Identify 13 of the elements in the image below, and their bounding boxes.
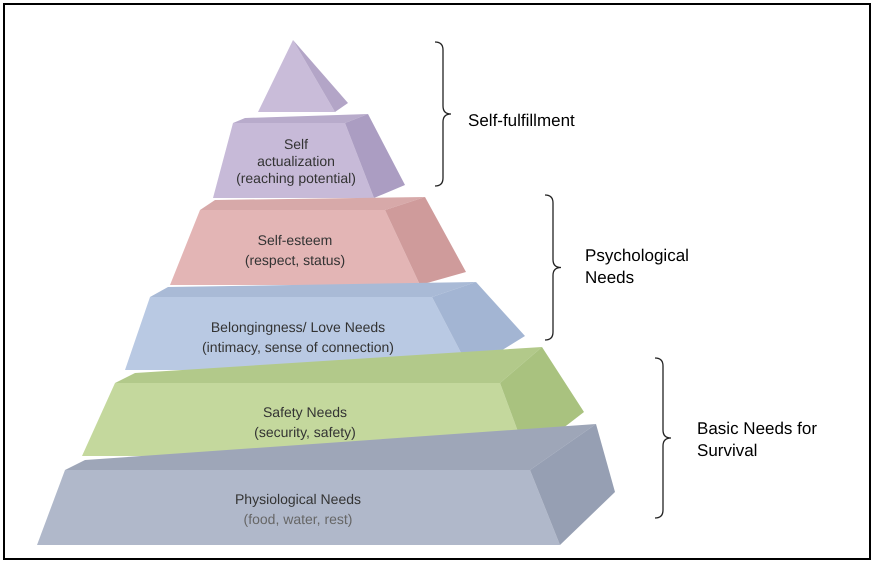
tier-title: Safety Needs [262,404,348,421]
tier-description: (food, water, rest) [244,511,352,528]
group-label: Psychological Needs [585,245,690,289]
group-label: Basic Needs for Survival [697,418,818,462]
tier-title: Belongingness/ Love Needs [210,319,386,336]
tier-title: Self-esteem [258,232,332,249]
tier-title: Physiological Needs [234,491,362,508]
tier-description: (security, safety) [254,424,356,441]
tier-description: (reaching potential) [236,170,356,187]
group-label: Self-fulfillment [468,110,576,132]
tier-description: (respect, status) [244,252,346,269]
tier-description: (intimacy, sense of connection) [202,339,394,356]
tier-title: Self actualization [256,136,336,170]
